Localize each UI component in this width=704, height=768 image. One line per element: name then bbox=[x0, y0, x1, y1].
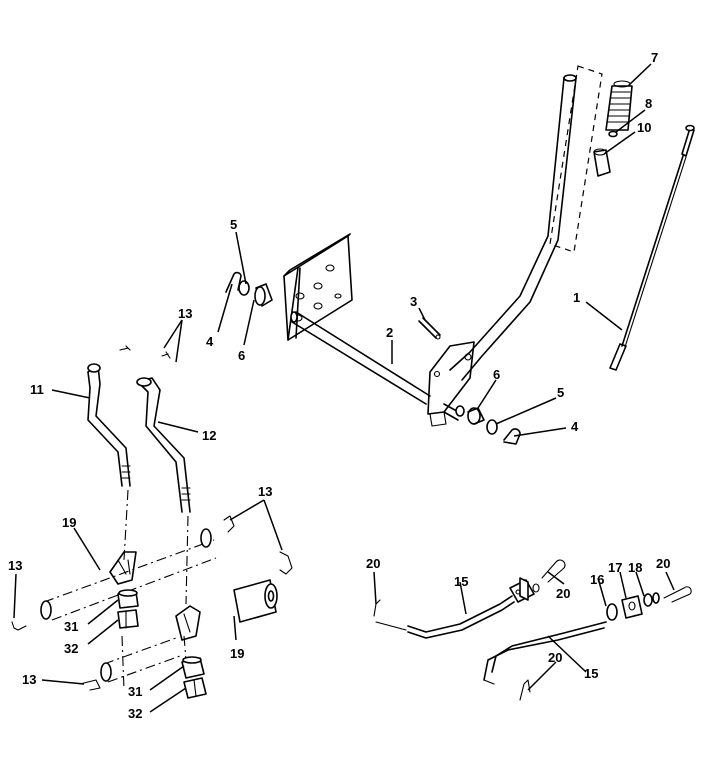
callout-15b: 15 bbox=[584, 666, 598, 681]
callout-20d: 20 bbox=[548, 650, 562, 665]
cotter-pin-a bbox=[373, 599, 381, 617]
callout-18: 18 bbox=[628, 560, 642, 575]
callout-13a: 13 bbox=[178, 306, 192, 321]
callout-11: 11 bbox=[30, 382, 44, 397]
lift-rod bbox=[609, 124, 695, 371]
callout-5b: 5 bbox=[557, 385, 564, 400]
swivel-fitting bbox=[643, 592, 660, 607]
hitch-pins-top bbox=[119, 345, 171, 359]
callout-7: 7 bbox=[651, 50, 658, 65]
callout-13c: 13 bbox=[258, 484, 272, 499]
callout-10: 10 bbox=[637, 120, 651, 135]
set-screw-lower bbox=[183, 677, 207, 699]
ferrule-washer bbox=[606, 603, 618, 621]
callout-8: 8 bbox=[645, 96, 652, 111]
roll-pin bbox=[418, 317, 441, 340]
lift-arm-assembly-upper bbox=[40, 528, 217, 621]
lift-handle bbox=[427, 74, 577, 427]
sleeve bbox=[593, 148, 611, 177]
set-screw-upper bbox=[117, 609, 139, 629]
collar-lower bbox=[181, 656, 205, 679]
hitch-pins-lower bbox=[11, 515, 293, 691]
lift-link-right bbox=[136, 377, 191, 513]
left-hairpin-clip bbox=[225, 271, 242, 293]
callout-31a: 31 bbox=[64, 619, 78, 634]
callout-2: 2 bbox=[386, 325, 393, 340]
callout-32a: 32 bbox=[64, 641, 78, 656]
cotter-pin-c bbox=[663, 586, 692, 603]
callout-1: 1 bbox=[573, 290, 580, 305]
callout-17: 17 bbox=[608, 560, 622, 575]
callout-4b: 4 bbox=[571, 419, 579, 434]
trunnion-block bbox=[621, 595, 643, 619]
spring bbox=[605, 80, 633, 131]
right-bushing bbox=[467, 407, 485, 425]
rod-upper bbox=[375, 595, 515, 639]
cross-shaft bbox=[290, 311, 465, 421]
callout-20c: 20 bbox=[656, 556, 670, 571]
right-hairpin-clip bbox=[503, 428, 521, 445]
callout-13d: 13 bbox=[22, 672, 36, 687]
rod-lower bbox=[483, 621, 607, 685]
callout-16: 16 bbox=[590, 572, 604, 587]
callout-labels: 7 8 10 1 2 3 5 4 6 6 5 4 11 12 13 19 13 … bbox=[8, 50, 670, 721]
swivel-block bbox=[509, 577, 540, 603]
leader-lines bbox=[13, 63, 675, 713]
callout-5a: 5 bbox=[230, 217, 237, 232]
callout-32b: 32 bbox=[128, 706, 142, 721]
collar-upper bbox=[117, 589, 139, 609]
callout-3: 3 bbox=[410, 294, 417, 309]
left-washer bbox=[238, 280, 250, 296]
left-bushing bbox=[254, 283, 273, 307]
ring bbox=[608, 130, 618, 138]
callout-15a: 15 bbox=[454, 574, 468, 589]
handle-grip-outline bbox=[549, 65, 603, 253]
callout-6b: 6 bbox=[493, 367, 500, 382]
cotter-pin-b bbox=[541, 559, 566, 583]
cotter-pin-d bbox=[519, 679, 531, 701]
callout-19a: 19 bbox=[62, 515, 76, 530]
callout-13b: 13 bbox=[8, 558, 22, 573]
callout-20a: 20 bbox=[366, 556, 380, 571]
right-washer bbox=[486, 419, 498, 435]
callout-31b: 31 bbox=[128, 684, 142, 699]
callout-19b: 19 bbox=[230, 646, 244, 661]
callout-12: 12 bbox=[202, 428, 216, 443]
lift-arm-assembly-lower bbox=[100, 579, 278, 683]
callout-20b: 20 bbox=[556, 586, 570, 601]
callout-6a: 6 bbox=[238, 348, 245, 363]
callout-4a: 4 bbox=[206, 334, 214, 349]
lift-link-left bbox=[87, 363, 131, 487]
